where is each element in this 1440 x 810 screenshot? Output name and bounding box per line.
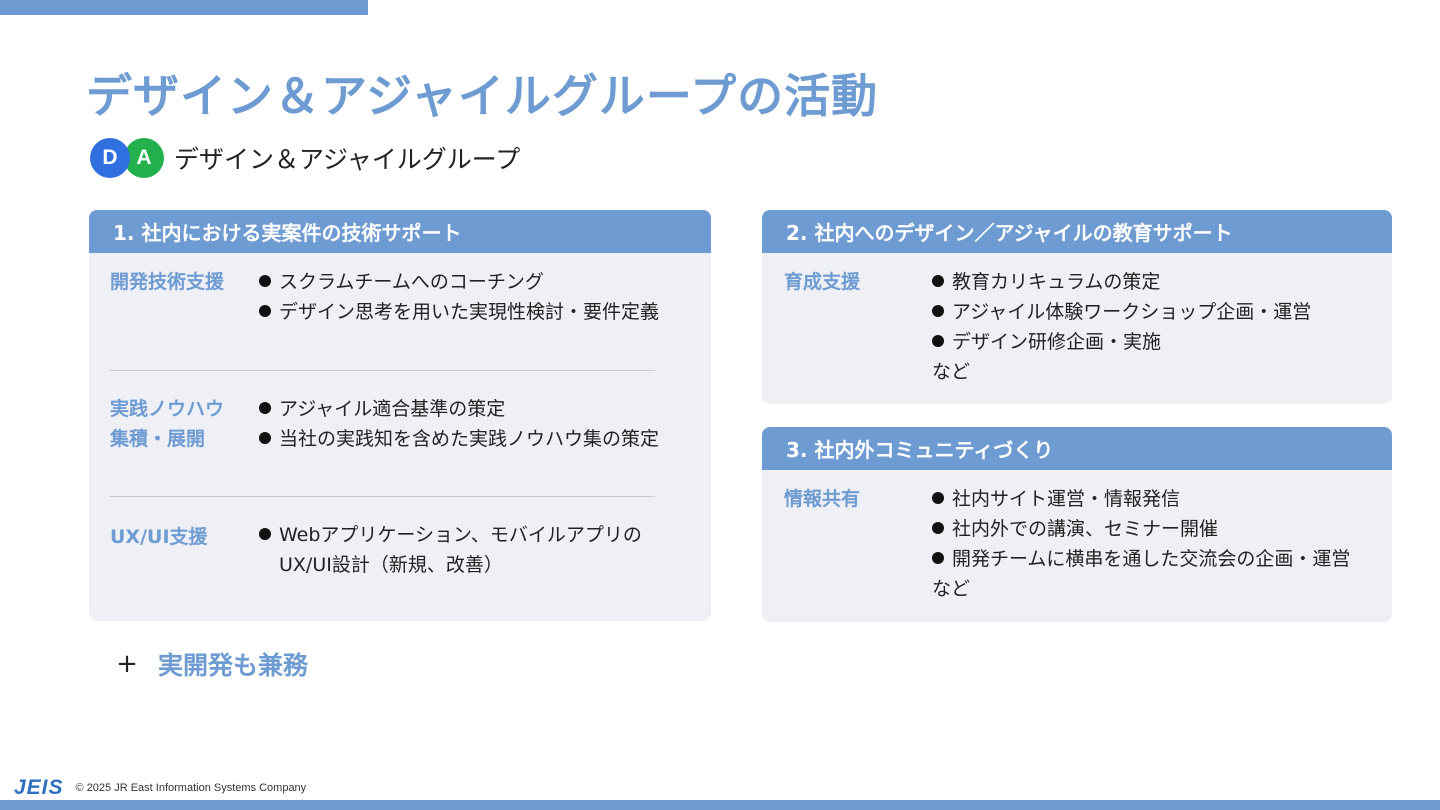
bullet-dot-icon [259,432,271,444]
list-suffix: など [932,578,971,600]
section-label: 開発技術支援 [110,267,224,297]
group-header: D A デザイン＆アジャイルグループ [90,137,520,179]
bullet-dot-icon [932,275,944,287]
copyright-text: © 2025 JR East Information Systems Compa… [75,782,307,794]
list-item: Webアプリケーション、モバイルアプリの [259,520,642,550]
list-item: スクラムチームへのコーチング [259,267,659,297]
divider [110,496,655,497]
card-community: 3. 社内外コミュニティづくり 情報共有 社内サイト運営・情報発信 社内外での講… [762,427,1392,622]
list-item: 当社の実践知を含めた実践ノウハウ集の策定 [259,424,659,454]
list-item-continuation: UX/UI設計（新規、改善） [279,554,503,576]
list-item-text: アジャイル適合基準の策定 [279,398,506,420]
bullet-dot-icon [259,275,271,287]
list-item: デザイン思考を用いた実現性検討・要件定義 [259,297,659,327]
list-item-text: スクラムチームへのコーチング [279,271,544,293]
section-label-line: UX/UI支援 [110,526,208,548]
bullet-dot-icon [259,305,271,317]
bullet-dot-icon [932,522,944,534]
list-item-text: 社内サイト運営・情報発信 [952,488,1181,510]
list-item-text: 開発チームに横串を通した交流会の企画・運営 [952,548,1351,570]
bullet-dot-icon [932,552,944,564]
bullet-dot-icon [932,492,944,504]
list-item: 社内外での講演、セミナー開催 [932,514,1350,544]
page-title: デザイン＆アジャイルグループの活動 [86,69,879,123]
badge-d-icon: D [90,138,130,178]
bullet-dot-icon [259,402,271,414]
bottom-accent-bar [0,800,1440,810]
plus-icon: + [116,649,138,679]
section-label: 育成支援 [784,267,860,297]
bullet-dot-icon [932,305,944,317]
badge-a-icon: A [124,138,164,178]
list-item: デザイン研修企画・実施 [932,327,1311,357]
plus-note: + 実開発も兼務 [116,646,308,682]
bullet-dot-icon [259,528,271,540]
list-item: 教育カリキュラムの策定 [932,267,1311,297]
list-item-text: デザイン研修企画・実施 [952,331,1162,353]
section-label: 情報共有 [784,484,860,514]
footer: JEIS © 2025 JR East Information Systems … [14,776,306,800]
list-item-text: 社内外での講演、セミナー開催 [952,518,1219,540]
group-name: デザイン＆アジャイルグループ [174,145,521,174]
section-label-line: 情報共有 [784,488,861,510]
card-education-support: 2. 社内へのデザイン／アジャイルの教育サポート 育成支援 教育カリキュラムの策… [762,210,1392,404]
bullet-list: アジャイル適合基準の策定 当社の実践知を含めた実践ノウハウ集の策定 [259,394,659,454]
divider [110,370,655,371]
card-title: 3. 社内外コミュニティづくり [762,427,1392,470]
top-accent-bar [0,0,368,15]
list-item: 社内サイト運営・情報発信 [932,484,1350,514]
card-title: 1. 社内における実案件の技術サポート [89,210,711,253]
section-label: UX/UI支援 [110,522,208,552]
list-item-text: 当社の実践知を含めた実践ノウハウ集の策定 [279,428,660,450]
section-label: 実践ノウハウ 集積・展開 [110,394,224,454]
list-item-text: Webアプリケーション、モバイルアプリの [279,524,642,546]
card-title: 2. 社内へのデザイン／アジャイルの教育サポート [762,210,1392,253]
section-label-line: 集積・展開 [110,428,206,450]
list-item-text: デザイン思考を用いた実現性検討・要件定義 [279,301,660,323]
bullet-dot-icon [932,335,944,347]
company-logo: JEIS [14,776,64,799]
list-suffix: など [932,361,971,383]
plus-note-text: 実開発も兼務 [158,651,309,680]
list-item-text: アジャイル体験ワークショップ企画・運営 [952,301,1312,323]
list-item: 開発チームに横串を通した交流会の企画・運営 [932,544,1350,574]
list-item: アジャイル適合基準の策定 [259,394,659,424]
bullet-list: Webアプリケーション、モバイルアプリの UX/UI設計（新規、改善） [259,520,642,580]
bullet-list: 社内サイト運営・情報発信 社内外での講演、セミナー開催 開発チームに横串を通した… [932,484,1350,604]
section-label-line: 実践ノウハウ [110,398,225,420]
bullet-list: スクラムチームへのコーチング デザイン思考を用いた実現性検討・要件定義 [259,267,659,327]
section-label-line: 開発技術支援 [110,271,225,293]
bullet-list: 教育カリキュラムの策定 アジャイル体験ワークショップ企画・運営 デザイン研修企画… [932,267,1311,387]
list-item-text: 教育カリキュラムの策定 [952,271,1161,293]
list-item: アジャイル体験ワークショップ企画・運営 [932,297,1311,327]
section-label-line: 育成支援 [784,271,861,293]
card-technical-support: 1. 社内における実案件の技術サポート 開発技術支援 スクラムチームへのコーチン… [89,210,711,621]
